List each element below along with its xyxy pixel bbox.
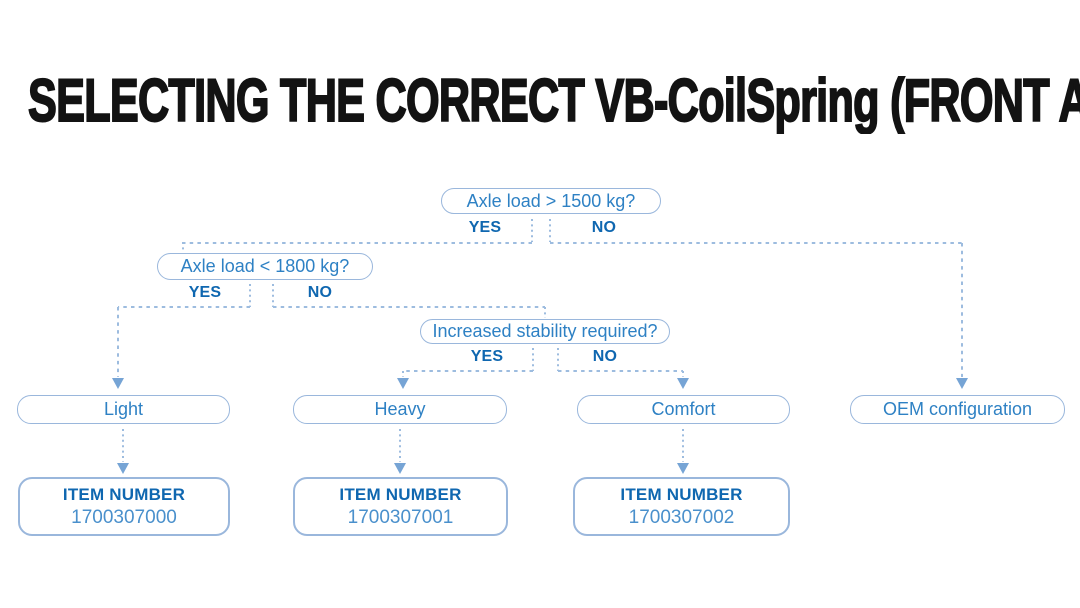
arrow-down-icon — [117, 463, 129, 474]
option-box-light: Light — [17, 395, 230, 424]
arrow-down-icon — [956, 378, 968, 389]
item-number-heading: ITEM NUMBER — [62, 484, 186, 504]
item-number-box: ITEM NUMBER 1700307002 — [573, 477, 790, 536]
decision-box-increased-stability: Increased stability required? — [420, 319, 670, 344]
decision-question: Axle load < 1800 kg? — [180, 256, 350, 276]
option-label: Comfort — [651, 399, 716, 419]
item-number-value: 1700307001 — [347, 506, 454, 528]
option-label: Light — [103, 399, 144, 419]
option-label: Heavy — [374, 399, 426, 419]
option-label: OEM configuration — [882, 399, 1033, 419]
arrow-down-icon — [397, 378, 409, 389]
item-number-heading: ITEM NUMBER — [620, 484, 743, 504]
yes-label: YES — [188, 284, 222, 301]
arrow-down-icon — [394, 463, 406, 474]
arrow-down-icon — [112, 378, 124, 389]
arrow-down-icon — [677, 463, 689, 474]
arrow-down-icon — [677, 378, 689, 389]
item-number-box: ITEM NUMBER 1700307001 — [293, 477, 508, 536]
item-number-heading: ITEM NUMBER — [339, 484, 462, 504]
yes-label: YES — [470, 348, 504, 365]
no-label: NO — [307, 284, 333, 301]
page-title: SELECTING THE CORRECT VB-CoilSpring (FRO… — [27, 66, 1080, 135]
no-label: NO — [591, 219, 617, 236]
item-number-value: 1700307000 — [71, 506, 177, 528]
decision-question: Increased stability required? — [432, 321, 658, 341]
yes-label: YES — [468, 219, 502, 236]
option-box-comfort: Comfort — [577, 395, 790, 424]
item-number-value: 1700307002 — [628, 506, 735, 528]
decision-question: Axle load > 1500 kg? — [466, 190, 636, 211]
no-label: NO — [592, 348, 618, 365]
option-box-heavy: Heavy — [293, 395, 507, 424]
decision-box-axle-load-1500: Axle load > 1500 kg? — [441, 188, 661, 214]
decision-box-axle-load-1800: Axle load < 1800 kg? — [157, 253, 373, 280]
option-box-oem-configuration: OEM configuration — [850, 395, 1065, 424]
item-number-box: ITEM NUMBER 1700307000 — [18, 477, 230, 536]
